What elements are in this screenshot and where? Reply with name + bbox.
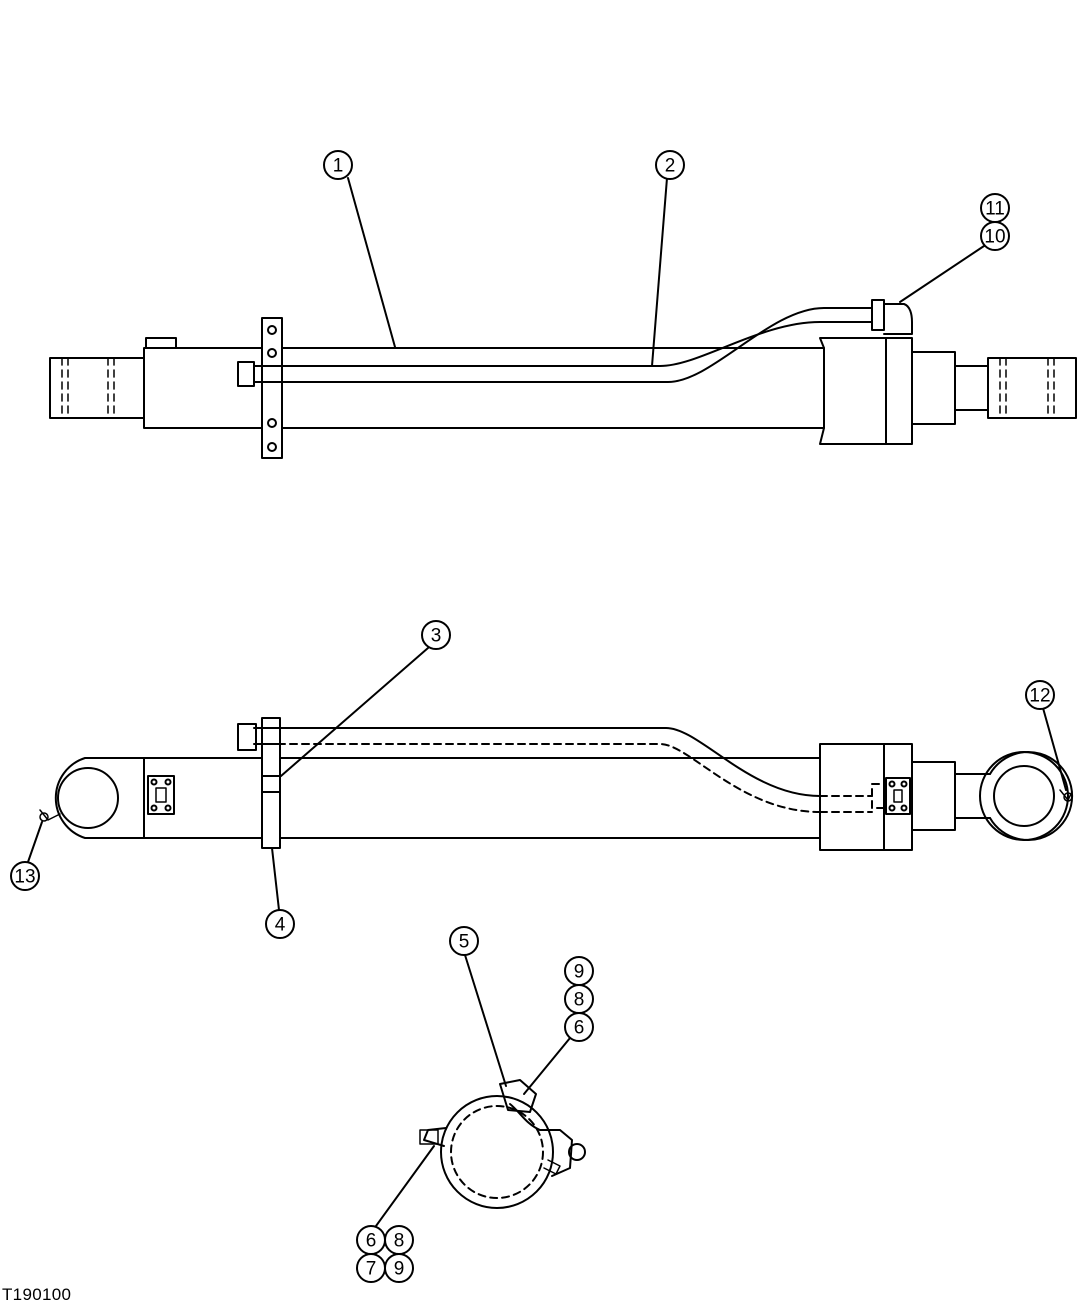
callout-8-top: 8 — [564, 984, 594, 1014]
callout-4: 4 — [265, 909, 295, 939]
callout-13: 13 — [10, 861, 40, 891]
svg-text:13: 13 — [14, 867, 35, 888]
callout-9-bottom: 9 — [384, 1253, 414, 1283]
svg-text:9: 9 — [394, 1259, 405, 1280]
callout-6-top: 6 — [564, 1012, 594, 1042]
callout-2: 2 — [655, 150, 685, 180]
cylinder-side-view — [39, 717, 1074, 851]
svg-text:4: 4 — [275, 915, 286, 936]
svg-text:6: 6 — [574, 1018, 585, 1039]
svg-text:12: 12 — [1029, 686, 1050, 707]
leader-lines — [27, 177, 1067, 1227]
callout-6-bottom: 6 — [356, 1225, 386, 1255]
svg-text:9: 9 — [574, 962, 585, 983]
svg-text:10: 10 — [984, 227, 1005, 248]
svg-text:1: 1 — [333, 156, 344, 177]
clamp-detail — [419, 1079, 586, 1209]
svg-text:8: 8 — [394, 1231, 405, 1252]
callout-1: 1 — [323, 150, 353, 180]
callout-3: 3 — [421, 620, 451, 650]
svg-text:7: 7 — [366, 1259, 377, 1280]
svg-text:3: 3 — [431, 626, 442, 647]
callout-8-bottom: 8 — [384, 1225, 414, 1255]
svg-text:8: 8 — [574, 990, 585, 1011]
figure-id: T190100 — [2, 1285, 72, 1304]
callout-7: 7 — [356, 1253, 386, 1283]
svg-text:5: 5 — [459, 932, 470, 953]
svg-text:11: 11 — [985, 199, 1005, 220]
callout-11: 11 — [980, 193, 1010, 223]
callout-10: 10 — [980, 221, 1010, 251]
callout-9-top: 9 — [564, 956, 594, 986]
callout-5: 5 — [449, 926, 479, 956]
cylinder-top-view — [49, 299, 1077, 459]
callout-12: 12 — [1025, 680, 1055, 710]
svg-text:2: 2 — [665, 156, 676, 177]
svg-text:6: 6 — [366, 1231, 377, 1252]
